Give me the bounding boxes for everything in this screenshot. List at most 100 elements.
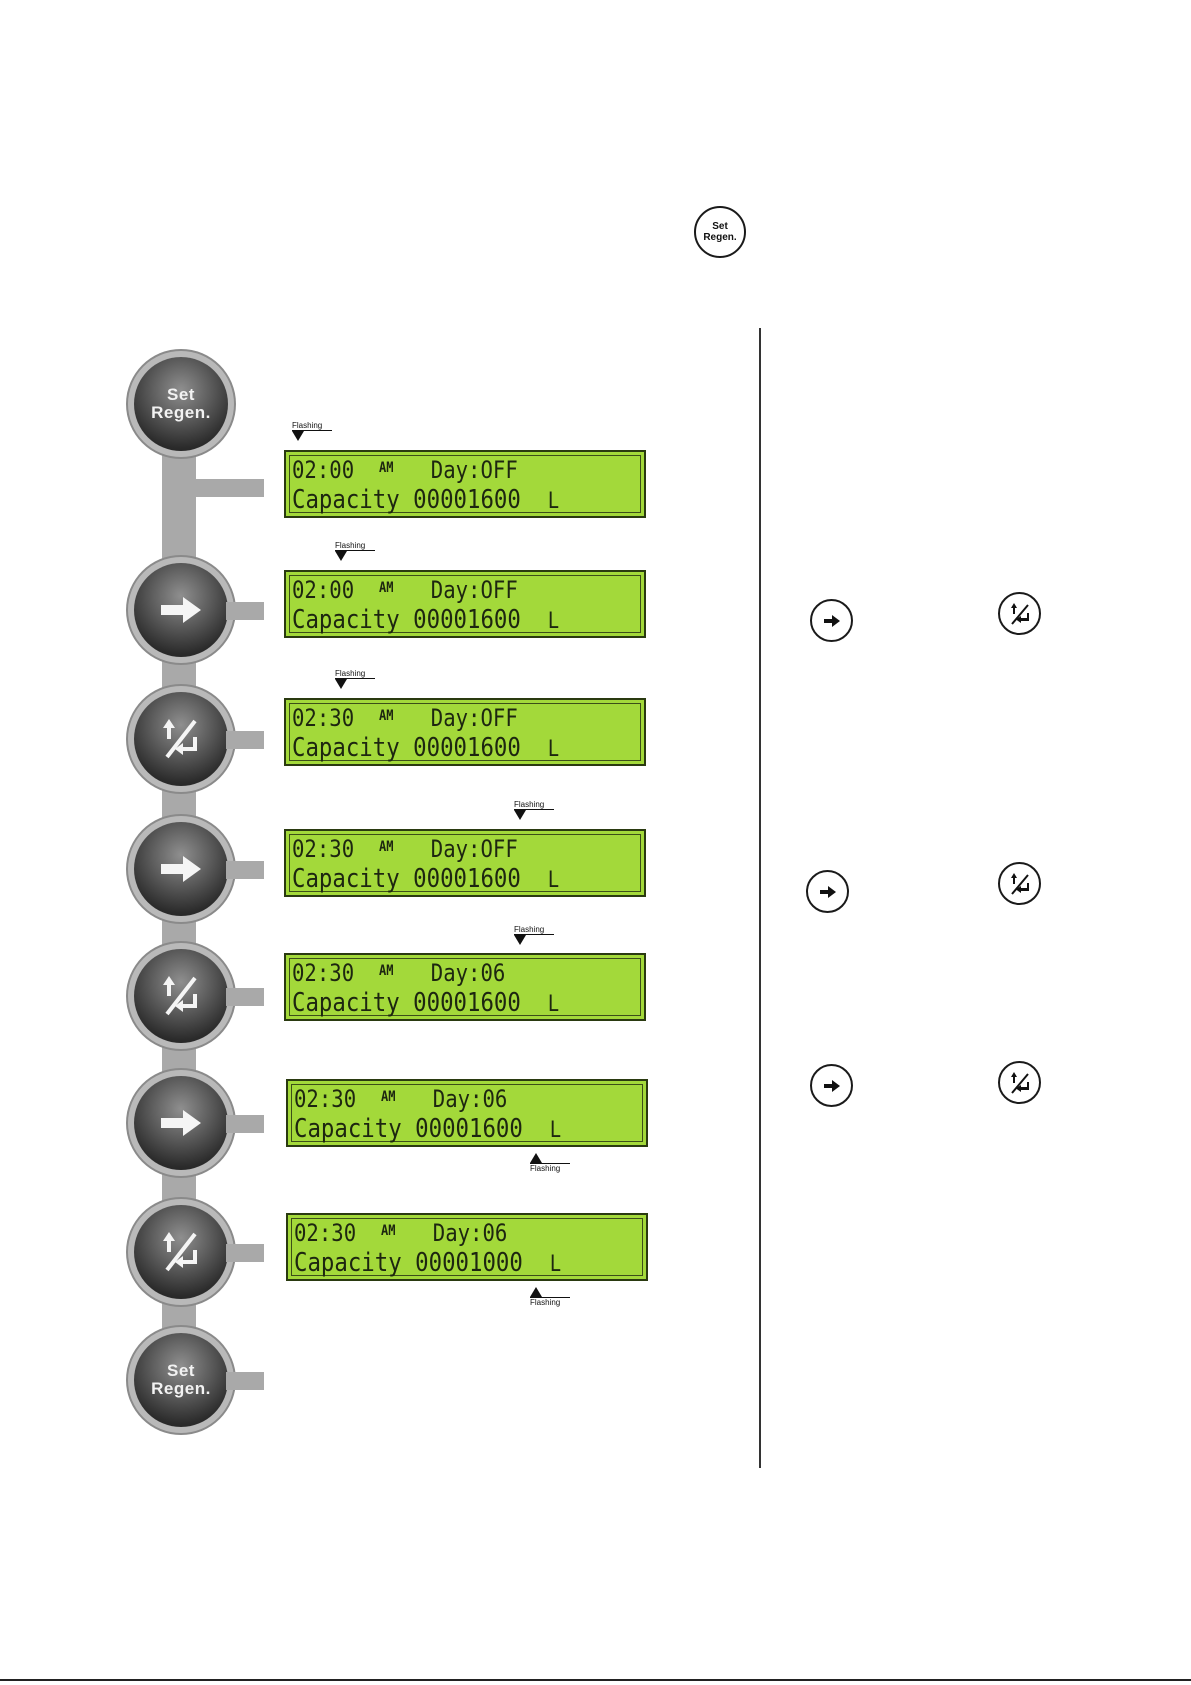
lcd-ampm: AM [380,1223,396,1239]
flashing-marker-2: Flashing [335,541,385,561]
lcd-label: Capacity [292,733,400,763]
right-arrow-button-mini-1 [810,599,853,642]
flow-stub-2 [226,602,264,620]
right-arrow-icon [161,1110,201,1136]
lcd-label: Capacity [294,1114,402,1144]
lcd-screen-6: 02:30 AM Day:06 Capacity 00001600 L [286,1079,648,1147]
lcd-label: Capacity [292,485,400,515]
lcd-time: 02:30 [292,835,355,863]
up-enter-button-mini-2 [998,862,1041,905]
lcd-screen-1: 02:00 AM Day:OFF Capacity 00001600 L [284,450,646,518]
up-enter-icon [1010,1071,1029,1094]
flashing-marker-6: Flashing [530,1153,580,1173]
up-enter-icon [163,1232,197,1272]
lcd-time: 02:00 [292,456,355,484]
lcd-screen-5: 02:30 AM Day:06 Capacity 00001600 L [284,953,646,1021]
flashing-up-arrow-icon [530,1153,542,1163]
lcd-ampm: AM [378,963,394,979]
set-regen-button-end: Set Regen. [134,1333,228,1427]
up-enter-button-3 [134,1205,228,1299]
lcd-label: Capacity [294,1248,402,1278]
lcd-unit: L [547,609,560,634]
flashing-down-arrow-icon [292,431,304,441]
lcd-value: 00001600 [415,1114,523,1144]
lcd-unit: L [549,1252,562,1277]
flow-connector-step1 [162,478,196,578]
right-arrow-icon [161,856,201,882]
right-arrow-icon [161,597,201,623]
lcd-time: 02:30 [292,959,355,987]
page-bottom-rule [0,1679,1191,1681]
flashing-down-arrow-icon [514,810,526,820]
up-enter-button-mini-1 [998,592,1041,635]
flashing-up-arrow-icon [530,1287,542,1297]
flashing-label: Flashing [514,800,545,809]
flow-stub-7 [226,1244,264,1262]
lcd-unit: L [547,868,560,893]
lcd-label: Capacity [292,988,400,1018]
up-enter-button-mini-3 [998,1061,1041,1104]
lcd-time: 02:30 [294,1085,357,1113]
lcd-screen-7: 02:30 AM Day:06 Capacity 00001000 L [286,1213,648,1281]
flow-stub-3 [226,731,264,749]
lcd-time: 02:00 [292,576,355,604]
lcd-screen-2: 02:00 AM Day:OFF Capacity 00001600 L [284,570,646,638]
set-label: Set [167,385,195,404]
lcd-screen-3: 02:30 AM Day:OFF Capacity 00001600 L [284,698,646,766]
regen-label: Regen. [151,403,211,422]
flashing-label: Flashing [335,541,366,550]
lcd-unit: L [547,737,560,762]
lcd-day: Day:OFF [430,835,518,863]
up-enter-icon [1010,872,1029,895]
flashing-label: Flashing [292,421,323,430]
lcd-ampm: AM [380,1089,396,1105]
up-enter-button-1 [134,692,228,786]
flow-stub-1 [194,479,264,497]
lcd-ampm: AM [378,460,394,476]
lcd-value: 00001600 [413,733,521,763]
lcd-day: Day:06 [432,1085,508,1113]
lcd-value: 00001600 [413,988,521,1018]
right-arrow-icon [823,614,840,627]
lcd-value: 00001600 [413,485,521,515]
flow-stub-5 [226,988,264,1006]
flashing-marker-3: Flashing [335,669,385,689]
flashing-marker-7: Flashing [530,1287,580,1307]
up-enter-button-2 [134,949,228,1043]
lcd-unit: L [549,1118,562,1143]
lcd-value: 00001600 [413,864,521,894]
lcd-time: 02:30 [294,1219,357,1247]
flashing-label: Flashing [335,669,366,678]
lcd-ampm: AM [378,839,394,855]
up-enter-icon [163,976,197,1016]
flashing-down-arrow-icon [335,679,347,689]
right-arrow-button-3 [134,1076,228,1170]
right-arrow-button-1 [134,563,228,657]
set-label: Set [712,221,728,232]
flashing-down-arrow-icon [514,935,526,945]
lcd-time: 02:30 [292,704,355,732]
flashing-marker-1: Flashing [292,421,342,441]
flashing-label: Flashing [530,1298,561,1307]
lcd-ampm: AM [378,708,394,724]
lcd-ampm: AM [378,580,394,596]
lcd-day: Day:OFF [430,576,518,604]
lcd-day: Day:OFF [430,456,518,484]
right-arrow-button-2 [134,822,228,916]
flow-stub-6 [226,1115,264,1133]
lcd-label: Capacity [292,864,400,894]
regen-label: Regen. [703,232,737,243]
lcd-day: Day:06 [430,959,506,987]
set-label: Set [167,1361,195,1380]
flashing-down-arrow-icon [335,551,347,561]
regen-label: Regen. [151,1379,211,1398]
right-arrow-icon [819,885,836,898]
flow-stub-4 [226,861,264,879]
flashing-marker-5: Flashing [514,925,564,945]
flashing-label: Flashing [514,925,545,934]
right-arrow-icon [823,1079,840,1092]
up-enter-icon [1010,602,1029,625]
lcd-label: Capacity [292,605,400,635]
column-divider [759,328,761,1468]
flow-stub-8 [226,1372,264,1390]
